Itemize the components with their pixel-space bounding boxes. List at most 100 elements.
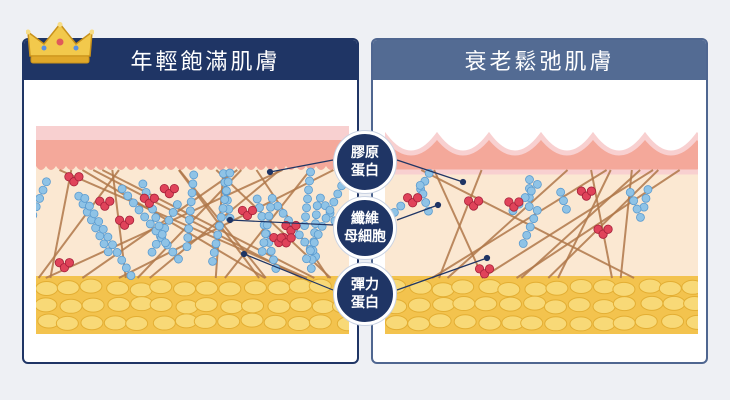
elastin-cell xyxy=(300,237,310,247)
elastin-cell xyxy=(151,239,161,249)
fat-cell xyxy=(683,296,698,312)
elastin-cell xyxy=(183,233,193,243)
fat-cell xyxy=(407,297,431,313)
elastin-cell xyxy=(216,212,226,222)
fat-cell xyxy=(543,299,567,315)
elastin-cell xyxy=(151,213,161,222)
collagen-fiber xyxy=(149,169,281,279)
elastin-cell xyxy=(223,177,233,187)
elastin-cell xyxy=(168,247,178,257)
fibroblast-connector-left xyxy=(229,219,334,226)
collagen-fiber xyxy=(515,169,681,279)
fibroblast-cell xyxy=(124,215,135,225)
fat-cell xyxy=(218,281,242,297)
elastin-cell xyxy=(559,196,568,206)
fat-cell xyxy=(498,296,522,312)
elastin-cell xyxy=(38,185,48,195)
elastin-cell xyxy=(189,170,199,180)
elastin-cell xyxy=(117,184,127,194)
collagen-fiber xyxy=(92,169,303,279)
elastin-cell xyxy=(266,246,276,256)
fat-cell xyxy=(634,313,658,329)
fibroblast-label: 纖維 母細胞 xyxy=(334,197,396,259)
fat-cell xyxy=(685,314,698,330)
young-skin-panel: 年輕飽滿肌膚 xyxy=(22,38,359,364)
elastin-cell xyxy=(218,203,228,213)
epidermis-layer xyxy=(36,140,349,166)
fat-cell xyxy=(453,314,477,330)
elastin-cell xyxy=(211,239,221,249)
fat-cell xyxy=(195,280,219,296)
elastin-cell xyxy=(518,239,528,248)
elastin-cell xyxy=(562,204,571,214)
elastin-cell xyxy=(396,201,406,211)
elastin-cell xyxy=(103,247,113,257)
elastin-cell xyxy=(556,187,566,197)
elastin-cell xyxy=(138,179,148,189)
elastin-cell xyxy=(208,256,217,266)
elastin-cell xyxy=(532,179,542,189)
elastin-cell xyxy=(36,194,45,203)
elastin-cell xyxy=(220,195,230,204)
elastin-cell xyxy=(157,229,167,239)
elastin-cell xyxy=(174,254,183,264)
elastin-cell xyxy=(302,254,311,264)
elastin-cell xyxy=(641,193,651,203)
young-skin-illustration xyxy=(36,126,349,334)
elastin-cell xyxy=(259,238,269,247)
fat-cell xyxy=(217,314,241,330)
elastin-cell xyxy=(225,168,235,178)
elastin-cell xyxy=(99,239,109,249)
fat-cell xyxy=(55,315,79,331)
elastin-cell xyxy=(415,180,425,190)
elastin-cell xyxy=(123,191,133,201)
fat-cell xyxy=(474,296,498,312)
elastin-cell xyxy=(89,209,99,219)
fibroblast-cell xyxy=(105,196,115,206)
fibroblast-connector-right xyxy=(396,204,439,221)
elastin-cell xyxy=(421,198,431,207)
fibroblast-cell xyxy=(586,186,596,196)
elastin-cell xyxy=(636,212,645,222)
elastin-cell xyxy=(325,205,335,215)
elastin-cell xyxy=(154,221,164,231)
fibroblast-cell xyxy=(286,233,296,243)
elastin-cell xyxy=(188,179,198,189)
fat-cell xyxy=(125,316,149,332)
elastin-cell xyxy=(252,194,262,204)
fat-cell xyxy=(79,278,103,294)
elastin-cell xyxy=(301,212,310,222)
elastin-cell xyxy=(302,203,311,213)
fibroblast-label-line2: 母細胞 xyxy=(344,229,386,245)
elastin-cell xyxy=(269,255,278,265)
fat-cell xyxy=(569,316,593,332)
fat-cell xyxy=(545,280,569,296)
elastin-cell xyxy=(209,248,219,257)
elastin-cell xyxy=(147,247,157,257)
elastin-cell xyxy=(522,230,532,240)
elastin-cell xyxy=(42,177,51,187)
fat-cell xyxy=(194,297,218,313)
elastin-cell xyxy=(145,219,155,229)
collagen-fiber xyxy=(520,169,641,279)
elastin-cell xyxy=(267,193,277,203)
fat-cell xyxy=(36,297,58,313)
elastin-cell xyxy=(304,185,313,195)
elastin-cell xyxy=(526,186,536,196)
collagen-fiber xyxy=(431,169,608,279)
collagen-fiber xyxy=(438,169,483,279)
collagen-fiber xyxy=(433,169,485,279)
collagen-fiber xyxy=(101,169,315,279)
elastin-cell xyxy=(128,198,138,208)
elastin-cell xyxy=(329,197,339,207)
elastin-cell xyxy=(524,202,534,211)
fat-cell xyxy=(497,281,521,297)
collagen-fiber xyxy=(81,169,266,279)
elastin-cell xyxy=(305,246,315,256)
elastin-cell xyxy=(294,230,304,240)
fibroblast-cell xyxy=(413,193,423,203)
fat-cell xyxy=(681,279,698,295)
elastin-cell xyxy=(103,232,113,242)
collagen-connector-left xyxy=(269,159,334,173)
elastin-cell xyxy=(140,212,150,222)
